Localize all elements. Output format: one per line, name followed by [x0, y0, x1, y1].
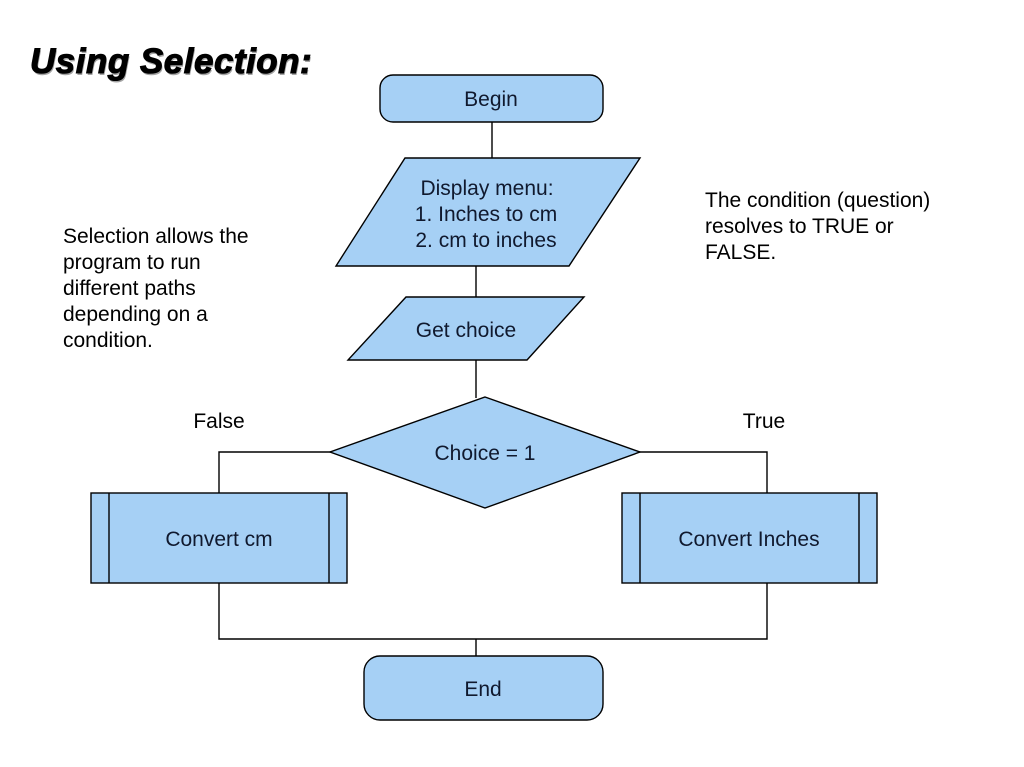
node-end-label: End [464, 678, 501, 701]
node-display-menu-line-2: 1. Inches to cm [415, 203, 557, 226]
node-display-menu-line-1: Display menu: [420, 177, 553, 200]
node-convert-inches-shape [621, 492, 878, 584]
annotation-condition-note: The condition (question) resolves to TRU… [705, 189, 931, 264]
node-begin-shape [379, 74, 604, 123]
node-decision-label: Choice = 1 [435, 442, 536, 465]
slide-title: Using Selection: [29, 41, 313, 81]
node-end-shape [363, 655, 604, 721]
annotation-selection-note: Selection allows the program to run diff… [63, 225, 249, 352]
node-convert-cm-shape [90, 492, 348, 584]
node-get-choice-shape [346, 296, 586, 361]
connector-false-branch [218, 451, 331, 493]
connector-true-branch [639, 451, 768, 493]
node-display-menu-line-3: 2. cm to inches [415, 229, 556, 252]
node-convert-inches-label: Convert Inches [678, 528, 819, 551]
node-display-menu-shape [334, 157, 642, 267]
connector-merge [218, 583, 768, 640]
branch-label-false: False [193, 410, 244, 433]
branch-label-true: True [743, 410, 785, 433]
node-decision-shape [327, 396, 643, 509]
node-get-choice-label: Get choice [416, 319, 516, 342]
node-convert-cm-label: Convert cm [165, 528, 272, 551]
node-begin-label: Begin [464, 88, 518, 111]
